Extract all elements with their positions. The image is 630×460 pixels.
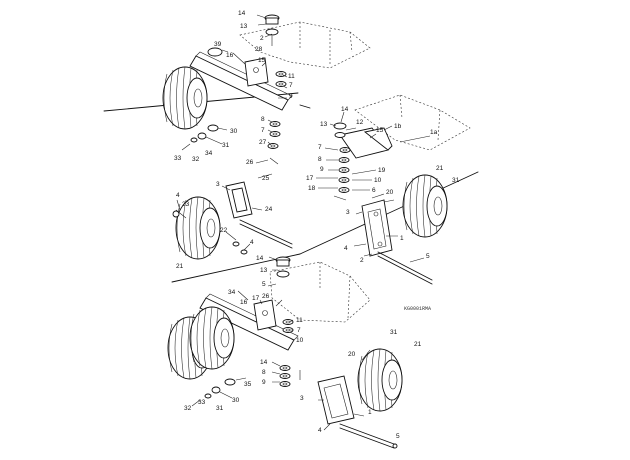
callouts-upper-left: 14 13 2 28 15 16 39 11 7 8 9 7 27 25 26 … — [174, 10, 295, 288]
upper-front-wheel-assembly — [172, 181, 293, 260]
callout-label: 10 — [296, 337, 304, 344]
callout-label: 18 — [308, 185, 316, 192]
drawing-code: KG0001RMA — [404, 306, 431, 312]
callout-label: 31 — [452, 177, 460, 184]
callout-label: 11 — [288, 73, 295, 80]
callout-label: 21 — [436, 165, 444, 172]
callout-label: 4 — [250, 239, 254, 246]
callout-label: 34 — [205, 150, 213, 157]
callout-label: 7 — [261, 127, 265, 134]
separator-line-upper-right — [299, 171, 479, 255]
callout-label: 4 — [344, 245, 348, 252]
callout-label: 23 — [182, 201, 190, 208]
callout-label: 10 — [374, 177, 382, 184]
callout-label: 16 — [226, 52, 234, 59]
callout-label: 6 — [372, 187, 376, 194]
callout-label: 20 — [348, 351, 356, 358]
callout-label: 4 — [176, 192, 180, 199]
callout-label: 5 — [262, 281, 266, 288]
callout-label: 2 — [360, 257, 364, 264]
callout-label: 8 — [262, 369, 266, 376]
callout-label: 13 — [240, 23, 248, 30]
callout-label: 3 — [300, 395, 304, 402]
callout-label: 5 — [426, 253, 430, 260]
callout-label: 9 — [289, 93, 293, 100]
callout-label: 32 — [184, 405, 192, 412]
callout-label: 21 — [176, 263, 184, 270]
right-middle-assembly — [316, 94, 471, 285]
callout-label: 14 — [256, 255, 264, 262]
callout-label: 33 — [174, 155, 182, 162]
separator-tick — [299, 104, 311, 109]
callout-label: 14 — [260, 359, 268, 366]
callout-label: 4 — [318, 427, 322, 434]
callout-label: 15 — [376, 127, 384, 134]
callout-label: 34 — [228, 289, 236, 296]
callouts-lower: 14 13 26 16 17 34 11 7 10 14 8 9 35 31 3… — [184, 255, 422, 440]
callout-label: 19 — [378, 167, 386, 174]
callouts-right-middle: 14 13 12 15 1b 1a 7 8 9 17 18 19 10 20 6… — [306, 106, 460, 264]
callout-label: 3 — [346, 209, 350, 216]
callout-label: 1 — [368, 409, 372, 416]
callout-label: 2 — [260, 35, 264, 42]
callout-label: 9 — [262, 379, 266, 386]
callout-label: 7 — [318, 144, 322, 151]
callout-label: 26 — [246, 159, 254, 166]
callout-label: 9 — [320, 166, 324, 173]
callout-label: 1 — [400, 235, 404, 242]
callout-label: 8 — [318, 156, 322, 163]
callout-label: 24 — [265, 206, 273, 213]
callout-label: 1a — [430, 129, 438, 136]
callout-label: 17 — [252, 295, 260, 302]
callout-label: 15 — [258, 57, 266, 64]
callout-label: 39 — [214, 41, 222, 48]
callout-label: 7 — [289, 82, 293, 89]
callout-label: 35 — [244, 381, 252, 388]
lower-assembly: KG0001RMA — [167, 256, 431, 449]
callout-label: 31 — [216, 405, 224, 412]
callout-label: 30 — [232, 397, 240, 404]
callout-label: 7 — [297, 327, 301, 334]
upper-frame-assembly — [162, 14, 371, 179]
callout-label: 20 — [386, 189, 394, 196]
callout-label: 31 — [222, 142, 230, 149]
callout-label: 14 — [341, 106, 349, 113]
callout-label: 33 — [198, 399, 206, 406]
callout-label: 27 — [259, 139, 267, 146]
callout-label: 5 — [396, 433, 400, 440]
callout-label: 8 — [261, 116, 265, 123]
callout-label: 21 — [414, 341, 422, 348]
callout-label: 3 — [216, 181, 220, 188]
callout-label: 28 — [255, 46, 263, 53]
callout-label: 12 — [356, 119, 364, 126]
callout-label: 31 — [390, 329, 398, 336]
callout-label: 25 — [262, 175, 270, 182]
callout-label: 11 — [296, 317, 303, 324]
callout-label: 1b — [394, 123, 402, 130]
callout-label: 17 — [306, 175, 314, 182]
callout-label: 22 — [220, 227, 228, 234]
callout-label: 13 — [260, 267, 268, 274]
callout-label: 32 — [192, 156, 200, 163]
callout-label: 13 — [320, 121, 328, 128]
callout-label: 14 — [238, 10, 246, 17]
callout-label: 26 — [262, 293, 270, 300]
callout-label: 16 — [240, 299, 248, 306]
callout-label: 30 — [230, 128, 238, 135]
